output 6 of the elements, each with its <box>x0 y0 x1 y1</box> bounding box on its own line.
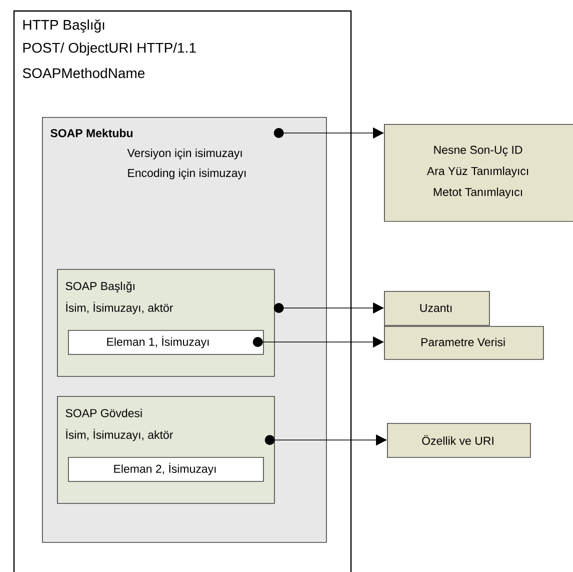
target-box: Parametre Verisi <box>384 326 544 360</box>
element-box: Eleman 1, İsimuzayı <box>68 330 264 355</box>
target-box: Uzantı <box>384 291 490 326</box>
target-box: Nesne Son-Uç ID Ara Yüz Tanımlayıcı Metot Tanımlayıcı <box>384 124 573 222</box>
target-box: Özellik ve URI <box>387 423 531 458</box>
element-box: Eleman 2, İsimuzayı <box>68 457 264 482</box>
